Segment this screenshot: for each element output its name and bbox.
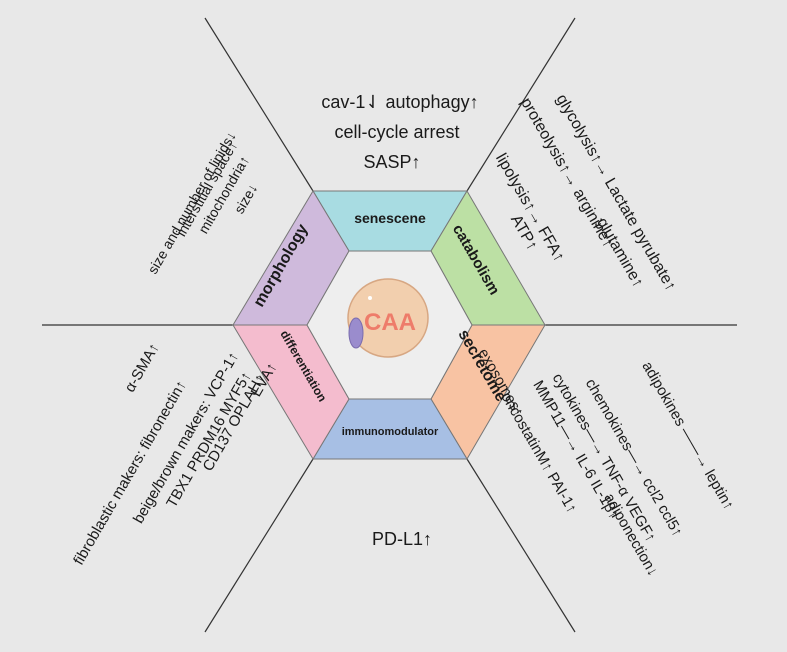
nucleus-icon	[348, 317, 364, 349]
divider-line-top-right	[466, 17, 576, 192]
center-label: CAA	[364, 309, 416, 336]
immunomodulator-line-1: PD-L1↑	[372, 529, 432, 549]
caa-cell	[347, 278, 429, 358]
senescene-line-1: cav-1⇃ autophagy↑	[321, 92, 478, 112]
segment-label-immunomodulator: immunomodulator	[342, 426, 439, 438]
segment-label-senescene: senescene	[354, 210, 426, 226]
divider-line-top-left	[204, 17, 314, 192]
differentiation-line-2: α-SMA↑	[121, 340, 163, 395]
divider-line-bottom-left	[204, 458, 314, 633]
senescene-line-3: SASP↑	[363, 152, 420, 172]
divider-line-bottom-right	[466, 458, 576, 633]
senescene-line-2: cell-cycle arrest	[334, 122, 459, 142]
